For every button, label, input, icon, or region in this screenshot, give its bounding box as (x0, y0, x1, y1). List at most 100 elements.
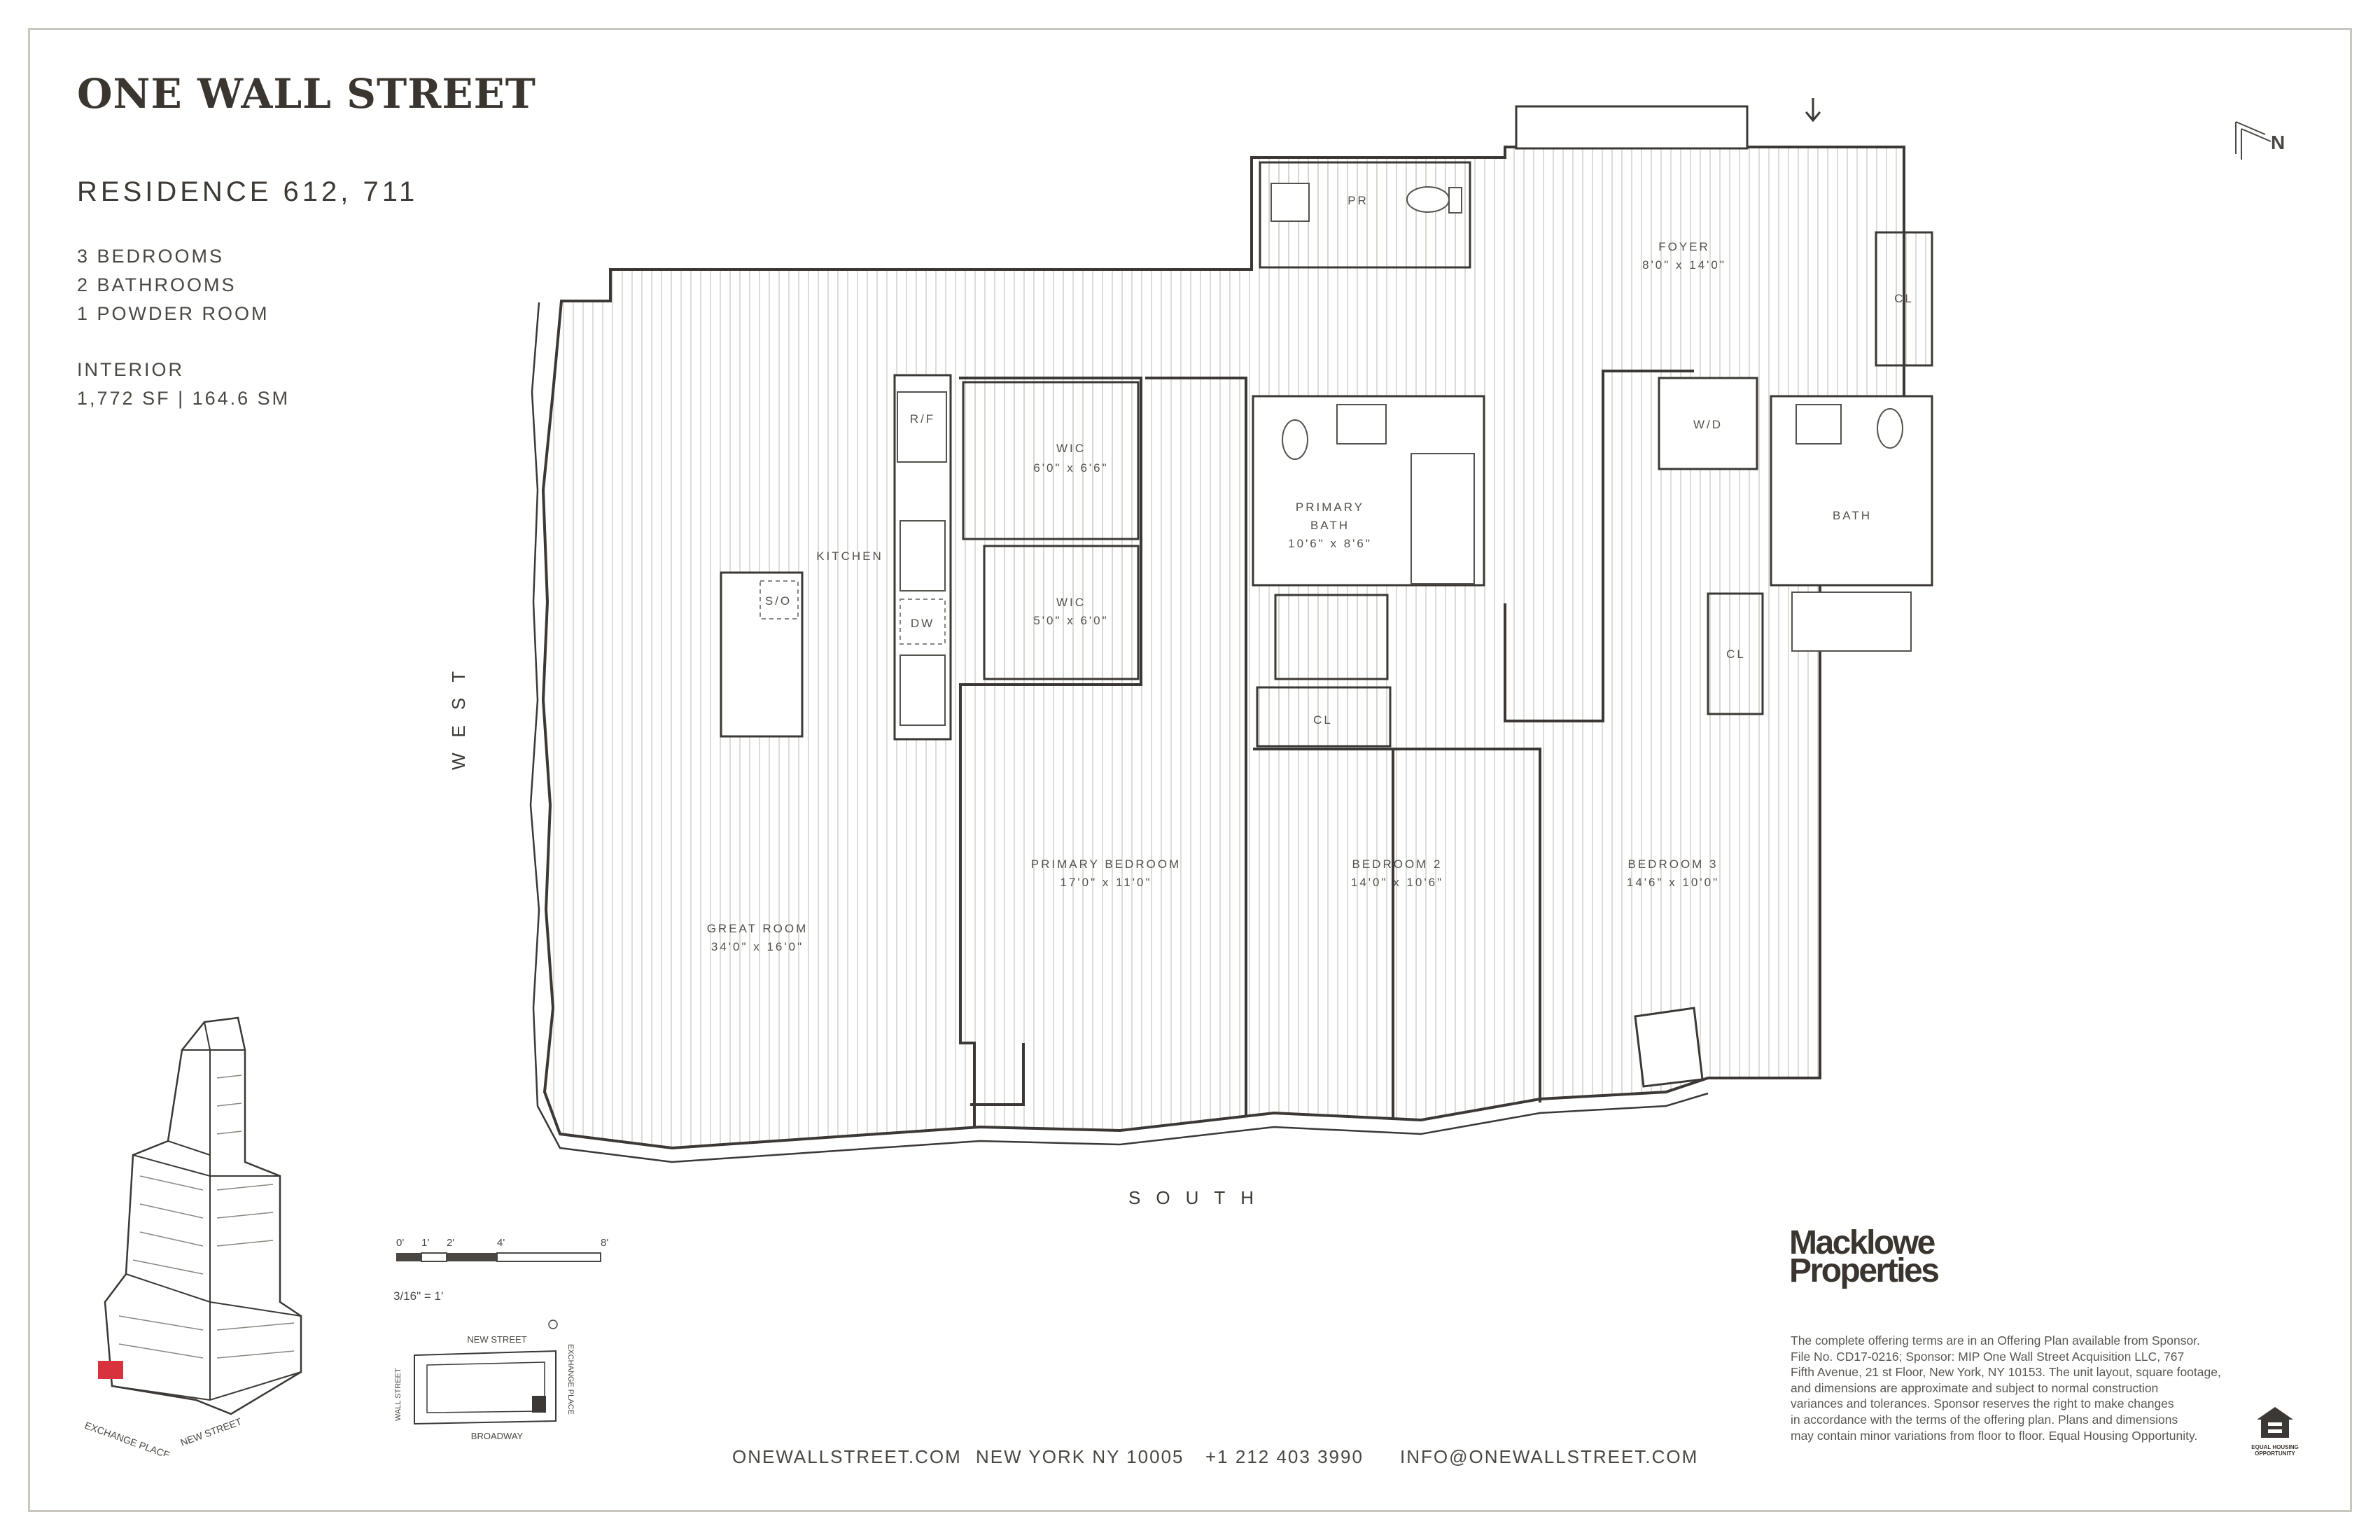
footer-website[interactable]: ONEWALLSTREET.COM (732, 1446, 962, 1467)
equal-housing-icon (2257, 1407, 2293, 1438)
spec-powder-room: 1 POWDER ROOM (77, 303, 270, 324)
wic-1 (962, 381, 1140, 540)
primary-shower (1274, 594, 1389, 680)
bath-tub-icon (1791, 592, 1912, 652)
kitchen-island (720, 571, 804, 738)
scale-note: 3/16" = 1' (393, 1289, 444, 1303)
bath-vanity-icon (1795, 404, 1842, 444)
dim-wic-2: 5'0" x 6'0" (1033, 614, 1108, 627)
bath-toilet-icon (1877, 408, 1903, 449)
equal-housing-line-2: OPPORTUNITY (2255, 1450, 2295, 1457)
label-bath-closet: CL (1726, 648, 1746, 661)
scale-tick-8: 8' (601, 1237, 608, 1249)
label-powder: PR (1348, 194, 1368, 207)
developer-logo: Macklowe Properties (1789, 1224, 1940, 1289)
label-primary-bath-1: PRIMARY (1296, 500, 1364, 514)
north-arrow-icon (2235, 121, 2272, 160)
equal-housing-line-1: EQUAL HOUSING (2251, 1444, 2299, 1450)
legal-line: in accordance with the terms of the offe… (1791, 1412, 2178, 1427)
washer-dryer (1658, 377, 1758, 470)
label-refrigerator: R/F (910, 412, 935, 426)
foyer-projection (1515, 105, 1749, 150)
label-great-room: GREAT ROOM (707, 922, 808, 935)
building-street-right: NEW STREET (179, 1415, 244, 1448)
building-street-left: EXCHANGE PLACE (83, 1420, 172, 1456)
building-illustration: EXCHANGE PLACE NEW STREET (83, 1016, 302, 1456)
dim-foyer: 8'0" x 14'0" (1642, 258, 1726, 272)
developer-line-1: Macklowe (1789, 1224, 1935, 1261)
footer-email[interactable]: INFO@ONEWALLSTREET.COM (1400, 1446, 1699, 1467)
primary-bedroom-walls (959, 377, 1247, 1128)
label-dishwasher: DW (911, 617, 934, 630)
refrigerator (897, 391, 947, 463)
south-label: SOUTH (1128, 1187, 1269, 1208)
label-bedroom-2: BEDROOM 2 (1352, 858, 1442, 871)
keyplan-south-street: BROADWAY (471, 1431, 524, 1441)
oven (760, 580, 799, 620)
interior-value: 1,772 SF | 164.6 SM (77, 388, 290, 409)
legal-line: File No. CD17-0216; Sponsor: MIP One Wal… (1791, 1349, 2185, 1364)
primary-vanity-icon (1336, 404, 1387, 444)
label-wic-2: WIC (1056, 596, 1086, 609)
equal-housing-logo: EQUAL HOUSING OPPORTUNITY (2248, 1404, 2302, 1457)
page-frame (28, 28, 2352, 1512)
unit-specs: 3 BEDROOMS 2 BATHROOMS 1 POWDER ROOM (77, 242, 270, 328)
legal-line: may contain minor variations from floor … (1791, 1428, 2198, 1443)
outer-wall (529, 302, 1709, 1163)
dim-bedroom-3: 14'6" x 10'0" (1627, 876, 1719, 889)
kitchen-sink-icon (899, 520, 946, 592)
spec-bathrooms: 2 BATHROOMS (77, 274, 237, 295)
primary-toilet-icon (1282, 419, 1308, 460)
developer-line-2: Properties (1789, 1252, 1940, 1289)
legal-line: variances and tolerances. Sponsor reserv… (1791, 1396, 2174, 1411)
dishwasher (899, 598, 946, 645)
label-washer-dryer: W/D (1693, 418, 1723, 431)
label-bedroom-3: BEDROOM 3 (1628, 858, 1718, 871)
scale-tick-4: 4' (497, 1237, 505, 1249)
label-foyer-closet: CL (1894, 292, 1914, 305)
dim-wic-1: 6'0" x 6'6" (1033, 461, 1108, 475)
label-primary-bath-2: BATH (1310, 519, 1350, 532)
wic-2 (983, 545, 1140, 680)
residence-highlight (98, 1361, 123, 1379)
dim-great-room: 34'0" x 16'0" (711, 940, 804, 953)
key-plan: NEW STREET BROADWAY WALL STREET EXCHANGE… (394, 1320, 575, 1441)
floor-area (541, 146, 1905, 1150)
dim-primary-bedroom: 17'0" x 11'0" (1060, 876, 1152, 889)
label-wic-1: WIC (1056, 442, 1086, 455)
keyplan-west-street: WALL STREET (394, 1368, 402, 1421)
dim-bedroom-2: 14'0" x 10'6" (1351, 876, 1443, 889)
foyer-closet (1875, 231, 1933, 367)
label-primary-bedroom: PRIMARY BEDROOM (1031, 858, 1181, 871)
interior-label: INTERIOR (77, 359, 185, 380)
scale-tick-0: 0' (396, 1237, 404, 1249)
bedroom-walls (1253, 370, 1694, 1120)
legal-disclaimer: The complete offering terms are in an Of… (1791, 1333, 2253, 1443)
scale-bar: 0' 1' 2' 4' 8' (396, 1237, 608, 1262)
footer-phone[interactable]: +1 212 403 3990 (1205, 1446, 1364, 1467)
keyplan-north-street: NEW STREET (467, 1334, 526, 1345)
bedroom3-window-bay (1634, 1007, 1704, 1088)
entry-arrow-icon (1805, 98, 1821, 122)
spec-bedrooms: 3 BEDROOMS (77, 246, 225, 267)
legal-line: and dimensions are approximate and subje… (1791, 1380, 2159, 1395)
keyplan-unit-marker (532, 1396, 546, 1413)
dim-primary-bath: 10'6" x 8'6" (1288, 537, 1372, 550)
residence-title: RESIDENCE 612, 711 (77, 176, 419, 207)
label-oven: S/O (765, 594, 792, 608)
label-bed2-closet: CL (1313, 713, 1333, 727)
footer-address: NEW YORK NY 10005 (976, 1446, 1184, 1467)
brand-title: ONE WALL STREET (77, 70, 536, 118)
keyplan-east-street: EXCHANGE PLACE (566, 1344, 575, 1415)
legal-line: The complete offering terms are in an Of… (1791, 1334, 2200, 1348)
label-kitchen: KITCHEN (816, 550, 883, 563)
north-label: N (2271, 132, 2286, 153)
scale-tick-2: 2' (447, 1237, 454, 1249)
powder-toilet-icon (1406, 186, 1450, 213)
label-bath: BATH (1833, 509, 1872, 522)
scale-tick-1: 1' (421, 1237, 429, 1249)
bath-room (1770, 395, 1933, 587)
legal-line: Fifth Avenue, 21 st Floor, New York, NY … (1791, 1365, 2221, 1380)
cooktop-icon (899, 654, 946, 726)
